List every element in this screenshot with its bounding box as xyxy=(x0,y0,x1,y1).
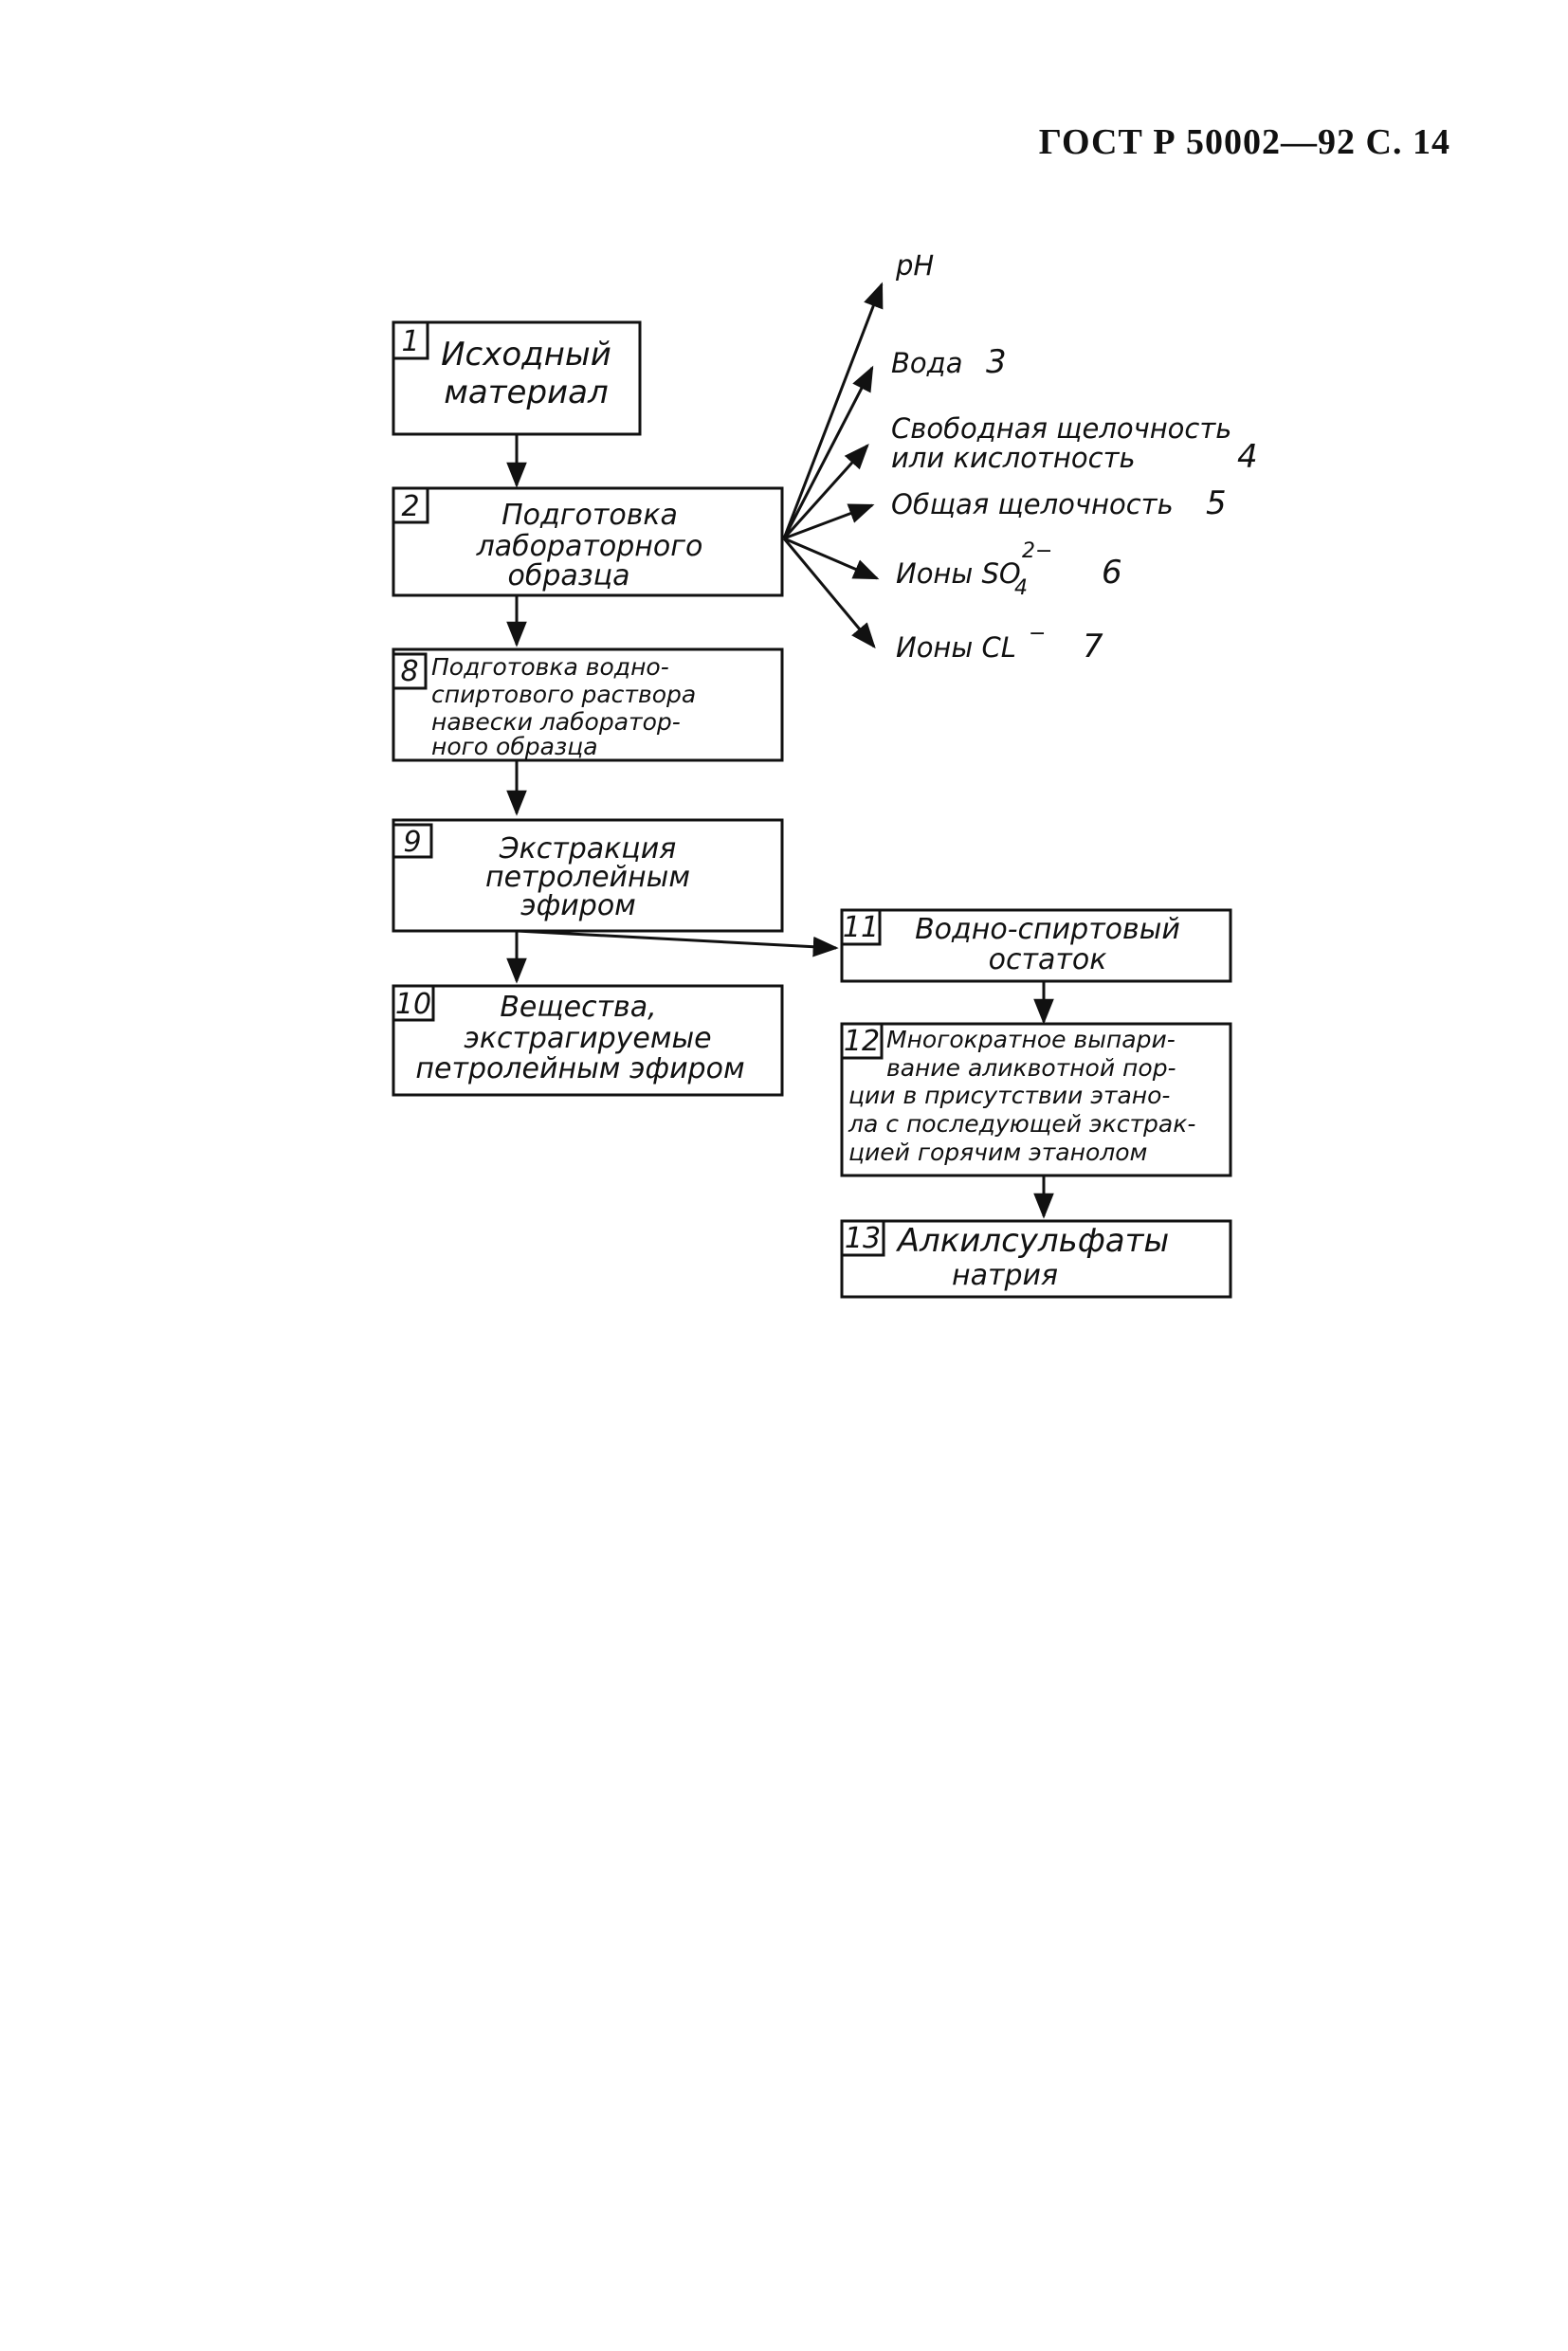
box-13: 13 Алкилсульфаты натрия xyxy=(840,1219,1232,1299)
box-10: 10 Вещества, экстрагируемые петролейным … xyxy=(392,984,784,1097)
box-10-line-3: петролейным эфиром xyxy=(415,1052,744,1085)
box-8-number: 8 xyxy=(400,655,418,688)
arrow-to-free-alkalinity xyxy=(782,443,869,540)
box-1-line-1: Исходный xyxy=(441,336,611,374)
arrow-to-sulfate xyxy=(783,537,880,580)
outputs: pH Вода 3 Свободная щелочность или кисло… xyxy=(891,249,1258,665)
box-9-number: 9 xyxy=(403,826,421,859)
output-sulfate-superscript: 2− xyxy=(1022,539,1052,563)
box-1-line-2: материал xyxy=(444,374,608,411)
output-sulfate-number: 6 xyxy=(1102,554,1122,592)
box-8-line-2: спиртового раствора xyxy=(431,681,696,708)
box-12-line-4: ла с последующей экстрак- xyxy=(848,1110,1195,1138)
box-9-line-1: Экстракция xyxy=(499,832,677,866)
box-8: 8 Подготовка водно- спиртового раствора … xyxy=(392,647,784,762)
box-1-number: 1 xyxy=(401,325,419,358)
box-2-line-2: лабораторного xyxy=(476,530,703,563)
output-chloride: Ионы CL xyxy=(896,631,1016,664)
box-9-line-2: петролейным xyxy=(485,861,690,894)
box-2-number: 2 xyxy=(401,490,419,523)
output-water-number: 3 xyxy=(986,343,1007,381)
output-total-alkalinity: Общая щелочность xyxy=(891,488,1174,520)
box-10-line-2: экстрагируемые xyxy=(464,1022,711,1055)
output-total-alkalinity-number: 5 xyxy=(1206,484,1227,522)
box-12: 12 Многократное выпари- вание аликвотной… xyxy=(840,1022,1232,1177)
box-9: 9 Экстракция петролейным эфиром xyxy=(392,818,784,933)
output-water: Вода xyxy=(891,347,962,379)
page-header: ГОСТ Р 50002—92 С. 14 xyxy=(1038,122,1450,162)
box-12-line-3: ции в присутствии этано- xyxy=(848,1082,1170,1109)
box-10-number: 10 xyxy=(395,988,431,1021)
box-13-number: 13 xyxy=(845,1222,881,1255)
box-11-line-2: остаток xyxy=(989,943,1107,976)
box-2-line-3: образца xyxy=(507,559,629,592)
box-13-line-1: Алкилсульфаты xyxy=(896,1222,1170,1260)
output-free-alkalinity-number: 4 xyxy=(1237,438,1258,476)
box-10-line-1: Вещества, xyxy=(500,991,656,1024)
output-sulfate: Ионы SO xyxy=(896,557,1021,590)
box-11: 11 Водно-спиртовый остаток xyxy=(840,908,1232,983)
output-sulfate-subscript: 4 xyxy=(1014,576,1028,600)
box-9-line-3: эфиром xyxy=(520,889,636,922)
arrow-9-to-11 xyxy=(516,929,839,957)
box-2-line-1: Подготовка xyxy=(501,499,678,532)
box-13-line-2: натрия xyxy=(952,1259,1058,1292)
connectors xyxy=(506,282,1054,1219)
box-11-number: 11 xyxy=(843,911,879,944)
arrow-to-ph xyxy=(782,282,884,539)
box-8-line-1: Подготовка водно- xyxy=(431,653,669,681)
box-8-line-4: ного образца xyxy=(431,733,598,760)
arrow-to-chloride xyxy=(782,538,876,649)
output-chloride-number: 7 xyxy=(1083,628,1103,665)
box-12-number: 12 xyxy=(844,1025,880,1058)
arrow-to-total-alkalinity xyxy=(783,503,875,540)
box-12-line-2: вание аликвотной пор- xyxy=(886,1054,1176,1082)
box-12-line-1: Многократное выпари- xyxy=(886,1026,1176,1053)
output-ph: pH xyxy=(895,249,934,282)
box-11-line-1: Водно-спиртовый xyxy=(915,913,1180,946)
output-free-alkalinity-line-2: или кислотность xyxy=(891,442,1136,474)
box-1: 1 Исходный материал xyxy=(392,320,642,436)
arrow-to-water xyxy=(782,365,874,539)
box-2: 2 Подготовка лабораторного образца xyxy=(392,486,784,597)
output-chloride-superscript: − xyxy=(1029,622,1046,646)
box-8-line-3: навески лаборатор- xyxy=(431,708,681,736)
box-12-line-5: цией горячим этанолом xyxy=(848,1139,1147,1166)
output-free-alkalinity-line-1: Свободная щелочность xyxy=(891,412,1231,445)
